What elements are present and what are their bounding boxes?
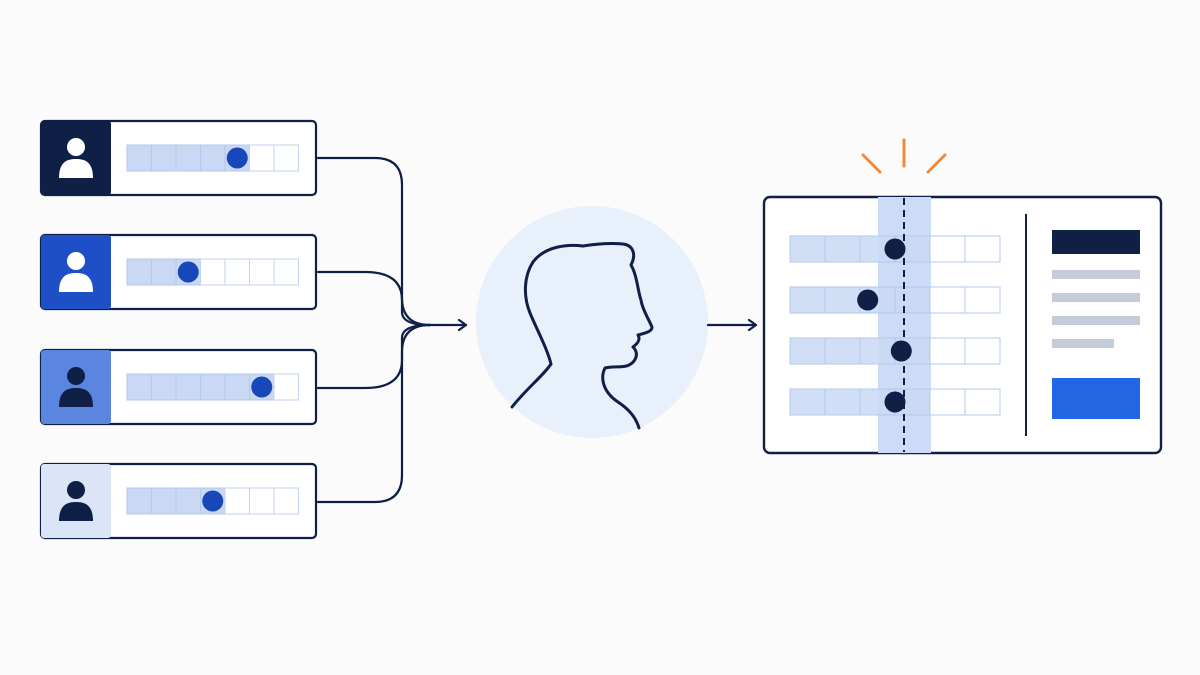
slider-cell xyxy=(224,373,250,401)
summary-text-line xyxy=(1052,270,1140,279)
summary-row xyxy=(789,337,1001,365)
slider-cell xyxy=(273,144,299,172)
summary-cell xyxy=(859,337,896,365)
slider-cell xyxy=(151,487,177,515)
slider-cell xyxy=(151,373,177,401)
slider-cell xyxy=(126,258,152,286)
summary-dot xyxy=(884,238,906,260)
slider-cell xyxy=(175,373,201,401)
summary-cell xyxy=(929,286,966,314)
connector-line xyxy=(316,270,432,327)
slider-cell xyxy=(200,258,226,286)
connector-line xyxy=(316,323,432,504)
slider-cell xyxy=(273,373,299,401)
person-icon xyxy=(59,481,93,521)
rating-dot xyxy=(226,147,248,169)
summary-text-line xyxy=(1052,316,1140,325)
summary-dots xyxy=(857,238,912,413)
summary-cell xyxy=(789,337,826,365)
slider-cell xyxy=(151,258,177,286)
slider-cell xyxy=(151,144,177,172)
slider-cell xyxy=(224,258,250,286)
summary-dot xyxy=(884,391,906,413)
summary-cell xyxy=(964,337,1001,365)
summary-cell xyxy=(824,388,861,416)
summary-cell xyxy=(964,286,1001,314)
summary-cell xyxy=(929,388,966,416)
summary-cell xyxy=(824,235,861,263)
card-icon-tile xyxy=(41,121,111,195)
input-card xyxy=(39,348,318,426)
summary-text-line xyxy=(1052,339,1114,348)
reviewer-circle xyxy=(476,206,708,438)
person-icon xyxy=(59,367,93,407)
head-silhouette-icon xyxy=(510,242,654,430)
slider-cell xyxy=(249,144,275,172)
card-icon-tile xyxy=(41,464,111,538)
input-card xyxy=(39,462,318,540)
slider-cell xyxy=(175,144,201,172)
person-icon xyxy=(59,138,93,178)
person-icon xyxy=(59,252,93,292)
card-icon-tile xyxy=(41,350,111,424)
slider-cell xyxy=(175,487,201,515)
summary-dot xyxy=(857,289,879,311)
summary-heading-bar xyxy=(1052,230,1140,254)
rating-dot xyxy=(202,490,224,512)
slider-cell xyxy=(273,487,299,515)
slider-cell xyxy=(126,373,152,401)
summary-row xyxy=(789,286,1001,314)
slider-cell xyxy=(224,487,250,515)
slider-cell xyxy=(126,144,152,172)
summary-action-button[interactable] xyxy=(1052,378,1140,419)
summary-dot xyxy=(890,340,912,362)
summary-cell xyxy=(789,388,826,416)
summary-panel xyxy=(762,195,1163,455)
slider-cell xyxy=(249,487,275,515)
connector-line xyxy=(316,156,432,327)
summary-cell xyxy=(964,388,1001,416)
summary-cell xyxy=(824,337,861,365)
spark-icon xyxy=(861,138,947,174)
slider-cell xyxy=(200,144,226,172)
slider-cell xyxy=(126,487,152,515)
summary-text-line xyxy=(1052,293,1140,302)
slider-cell xyxy=(200,373,226,401)
input-cards xyxy=(39,119,318,540)
rating-dot xyxy=(251,376,273,398)
input-card xyxy=(39,119,318,197)
summary-cell xyxy=(929,235,966,263)
summary-cell xyxy=(824,286,861,314)
input-card xyxy=(39,233,318,311)
summary-cell xyxy=(894,286,931,314)
summary-cell xyxy=(929,337,966,365)
card-icon-tile xyxy=(41,235,111,309)
summary-cell xyxy=(789,235,826,263)
merge-connectors xyxy=(316,156,468,504)
slider-cell xyxy=(273,258,299,286)
rating-dot xyxy=(177,261,199,283)
slider-cell xyxy=(249,258,275,286)
summary-cell xyxy=(789,286,826,314)
reviewer-group xyxy=(476,206,708,438)
summary-cell xyxy=(964,235,1001,263)
connector-line xyxy=(316,323,432,390)
